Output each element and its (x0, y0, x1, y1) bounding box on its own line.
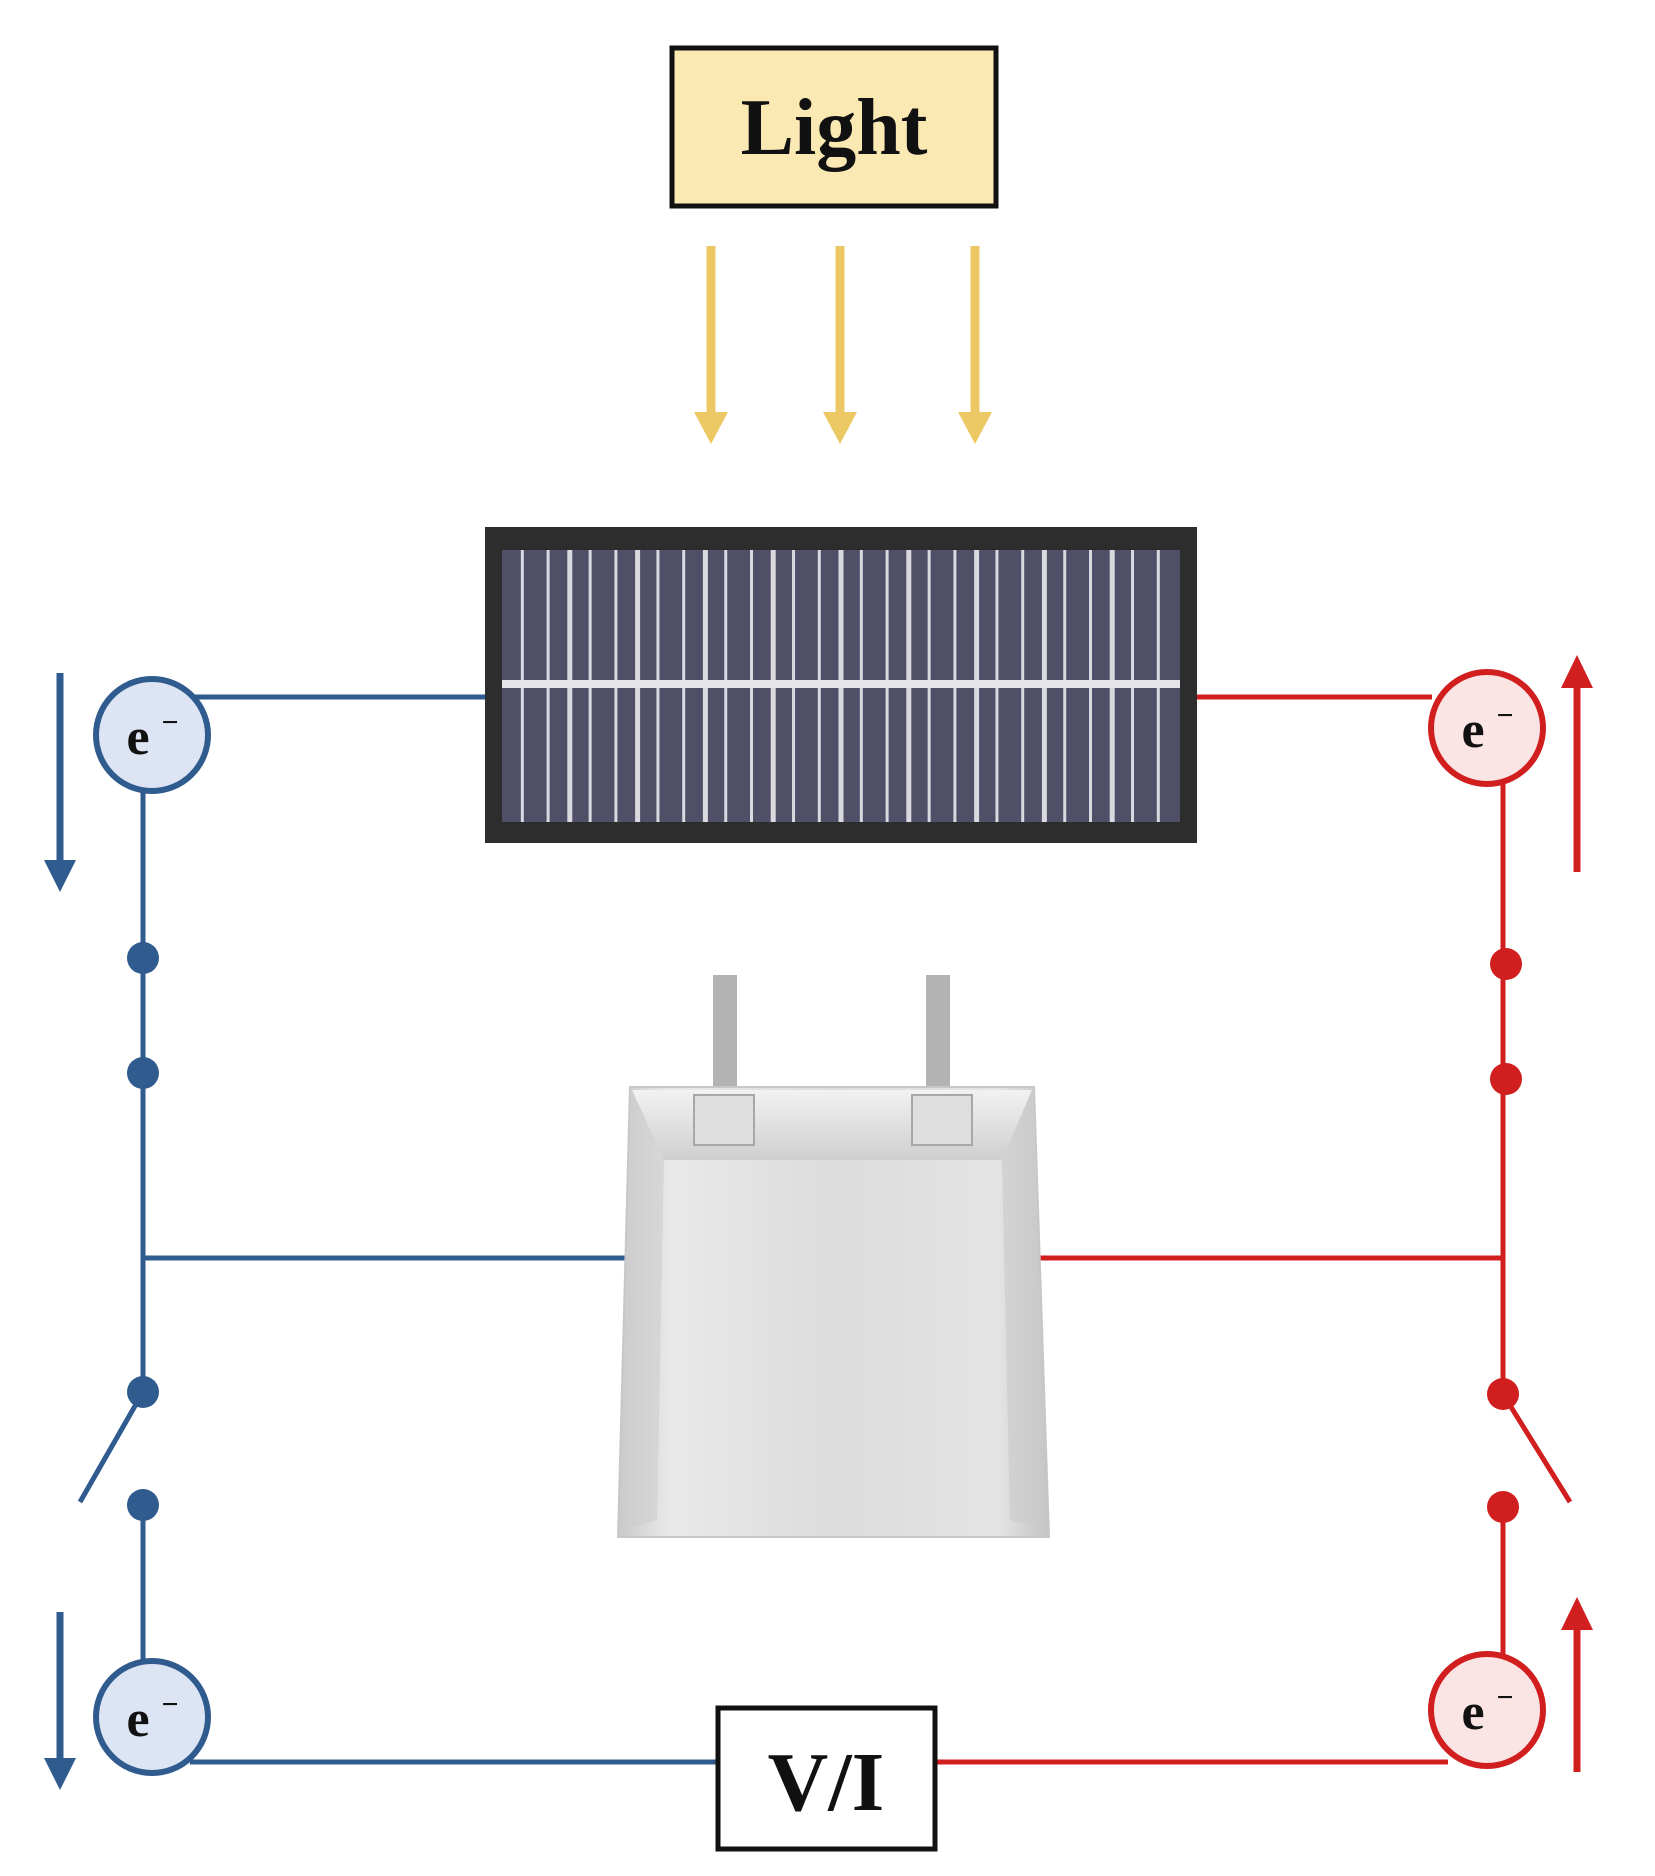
light-arrow-icon (694, 246, 728, 444)
electron-sign: − (161, 1688, 178, 1721)
electron-circle-negative-bottom: e − (93, 1658, 211, 1776)
light-source-box: Light (669, 45, 999, 209)
junction-node (127, 942, 159, 974)
meter-label: V/I (768, 1736, 885, 1829)
switch-contact-node (127, 1489, 159, 1521)
junction-node (1490, 948, 1522, 980)
light-arrow-icon (958, 246, 992, 444)
electron-label: e (126, 709, 149, 766)
battery-tab (926, 975, 950, 1095)
electron-label: e (1461, 1684, 1484, 1741)
negative-flow-arrows (44, 673, 76, 1790)
switch-pivot-node (127, 1376, 159, 1408)
arrow-down-icon (44, 1612, 76, 1790)
positive-wire (935, 694, 1573, 1765)
battery-tab (713, 975, 737, 1095)
electron-label: e (126, 1691, 149, 1748)
arrow-down-icon (44, 673, 76, 892)
light-arrow-icon (823, 246, 857, 444)
light-rays (694, 246, 992, 444)
electron-sign: − (1496, 699, 1513, 732)
electron-sign: − (161, 706, 178, 739)
arrow-up-icon (1561, 655, 1593, 872)
junction-node (127, 1057, 159, 1089)
electron-label: e (1461, 702, 1484, 759)
pouch-battery-icon (616, 975, 1051, 1538)
electron-circle-negative-top: e − (93, 676, 211, 794)
junction-node (1490, 1063, 1522, 1095)
battery-tab-seal (911, 1094, 973, 1146)
positive-junction-nodes (1487, 948, 1522, 1523)
negative-wire (77, 694, 718, 1765)
electron-circle-positive-bottom: e − (1428, 1651, 1546, 1769)
switch-pivot-node (1487, 1378, 1519, 1410)
voltage-current-meter: V/I (715, 1705, 938, 1852)
positive-flow-arrows (1561, 655, 1593, 1772)
negative-junction-nodes (127, 942, 159, 1521)
electron-sign: − (1496, 1681, 1513, 1714)
electron-circle-positive-top: e − (1428, 669, 1546, 787)
switch-contact-node (1487, 1491, 1519, 1523)
battery-tab-seal (693, 1094, 755, 1146)
arrow-up-icon (1561, 1597, 1593, 1772)
light-label: Light (741, 84, 928, 172)
solar-panel-icon (485, 527, 1197, 843)
